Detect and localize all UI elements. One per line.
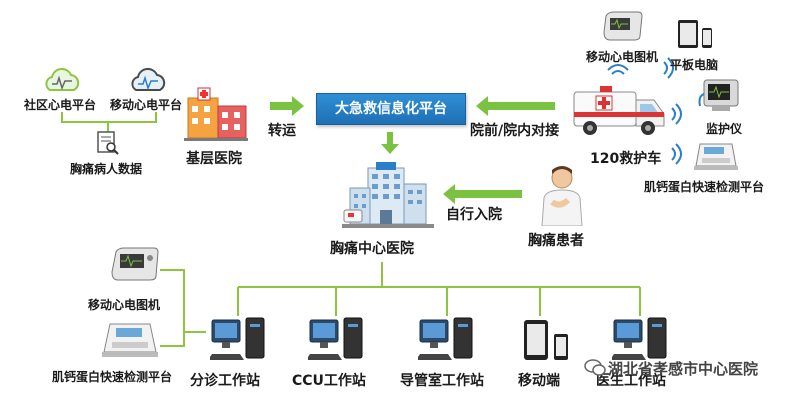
center-hospital-icon [342,162,434,228]
troponin-left-label: 肌钙蛋白快速检测平台 [52,370,173,384]
cloud-ecg-icon [45,67,80,91]
primary-hospital-icon [184,87,248,141]
ambulance-label: 120救护车 [590,151,662,167]
monitor-label: 监护仪 [706,122,743,136]
troponin-analyzer-left-icon [102,323,158,357]
tablet-label: 平板电脑 [670,58,719,72]
mobile-ecg-left-label: 移动心电图机 [88,298,161,312]
cath-lab-workstation-label: 导管室工作站 [400,373,484,389]
center-hospital-label: 胸痛中心医院 [330,241,414,257]
troponin-analyzer-icon [694,143,738,170]
mobile-device-icon [524,320,568,360]
community-ecg-label: 社区心电平台 [24,98,97,112]
emergency-platform-box: 大急救信息化平台 [316,93,466,125]
primary-hospital-label: 基层医院 [186,151,242,167]
portable-ecg-left-icon [111,247,159,281]
triage-workstation-label: 分诊工作站 [190,373,260,389]
doctor-workstation-label: 医生工作站 [596,373,666,389]
tablet-icon [678,20,712,48]
mobile-ecg-top-label: 移动心电图机 [586,50,659,64]
patient-monitor-icon [698,79,739,111]
self-admission-label: 自行入院 [446,207,502,223]
cloud-mobile-icon [131,67,166,91]
wechat-icon [584,359,606,376]
watermark-text: 湖北省孝感市中心医院 [608,360,759,378]
transfer-label: 转运 [268,123,296,139]
ccu-workstation-label: CCU工作站 [292,373,366,389]
portable-ecg-icon [603,11,643,41]
mobile-ecg-platform-label: 移动心电平台 [110,98,183,112]
patient-label: 胸痛患者 [528,233,584,249]
cath-lab-workstation-icon [418,317,473,360]
document-search-icon [97,131,119,155]
prehospital-link-label: 院前/院内对接 [470,123,560,139]
chest-pain-data-label: 胸痛病人数据 [70,162,143,176]
doctor-workstation-icon [612,317,667,360]
triage-workstation-icon [210,317,265,360]
chest-pain-patient-icon [541,166,583,226]
troponin-top-label: 肌钙蛋白快速检测平台 [644,180,765,194]
ccu-workstation-icon [308,317,363,360]
mobile-terminal-label: 移动端 [518,373,560,389]
ambulance-icon [573,86,665,135]
